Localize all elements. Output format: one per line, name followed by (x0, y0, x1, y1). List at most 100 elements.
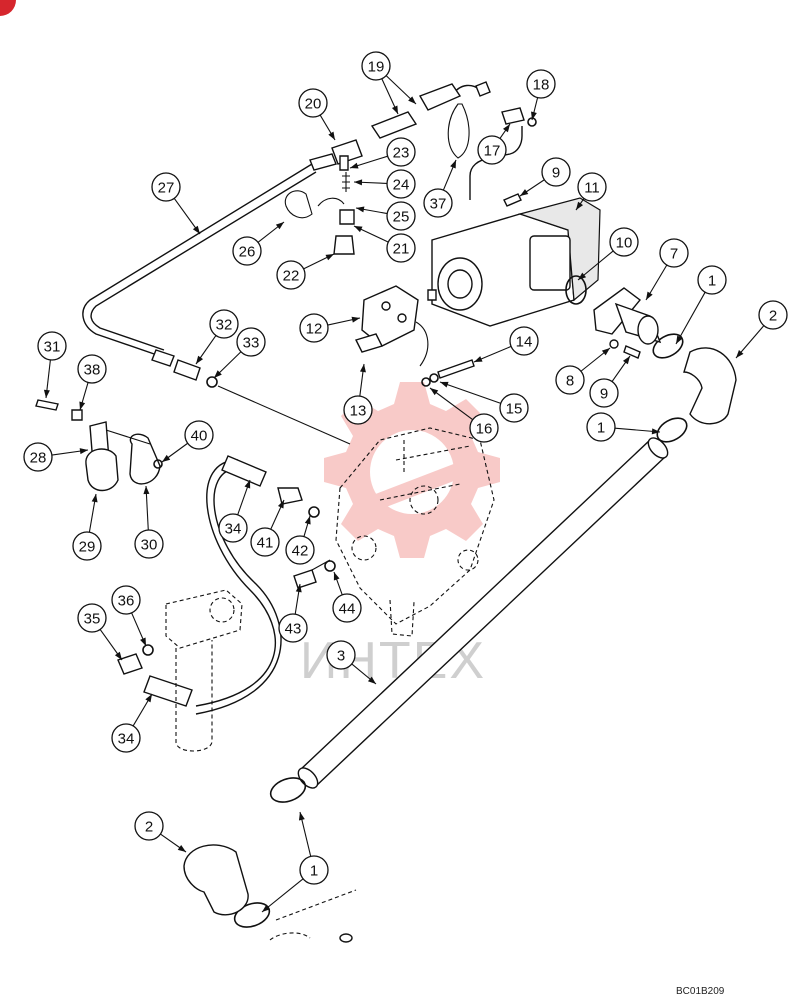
callout-arrowhead (736, 349, 744, 358)
callout-c11: 11 (575, 172, 607, 211)
callout-circle (469, 413, 499, 443)
callout-c25: 25 (355, 201, 416, 231)
filter-elbow (117, 653, 143, 675)
callout-number: 21 (393, 241, 410, 258)
hose-coupling (370, 111, 418, 139)
callout-number: 9 (600, 386, 608, 403)
callout-c2b: 2 (134, 811, 187, 853)
callout-circle (541, 157, 571, 187)
hose-clamp-37 (447, 103, 470, 159)
callout-arrowhead (474, 356, 483, 362)
callout-c42: 42 (285, 515, 315, 565)
flange-washer (609, 339, 619, 349)
callout-c29: 29 (72, 493, 102, 561)
callout-c21: 21 (353, 225, 416, 263)
callout-circle (386, 169, 416, 199)
callout-c27: 27 (151, 172, 201, 235)
callout-circle (298, 88, 328, 118)
callout-number: 1 (310, 863, 318, 880)
control-valve-outline (335, 427, 495, 637)
callout-arrowhead (333, 572, 340, 581)
callout-number: 22 (283, 268, 300, 285)
callout-number: 32 (216, 317, 233, 334)
callout-c30: 30 (134, 485, 164, 559)
callout-arrowhead (295, 584, 302, 593)
callout-circle (151, 172, 181, 202)
callout-arrowhead (91, 494, 98, 503)
callout-number: 42 (292, 543, 309, 560)
callout-c15: 15 (439, 381, 529, 423)
callout-circle (111, 585, 141, 615)
tube-adapter (173, 359, 201, 381)
callout-number: 31 (44, 339, 61, 356)
callout-arrowhead (244, 480, 251, 489)
callout-c14: 14 (473, 326, 539, 363)
callout-c33: 33 (213, 327, 266, 379)
callout-arrowhead (298, 812, 305, 821)
callout-circle (659, 238, 689, 268)
callout-circle (218, 513, 248, 543)
callout-number: 34 (118, 731, 135, 748)
valve-adapter (293, 569, 317, 589)
callout-number: 16 (476, 421, 493, 438)
callout-number: 25 (393, 209, 410, 226)
callout-arrowhead (143, 486, 150, 495)
callout-arrowhead (325, 254, 334, 261)
callout-c12: 12 (299, 313, 361, 343)
callout-number: 23 (393, 145, 410, 162)
check-valve-seat (339, 209, 355, 225)
pump-inlet-flange (593, 287, 662, 345)
callout-c17: 17 (477, 123, 511, 165)
callout-c37: 37 (423, 159, 457, 218)
callout-circle (332, 593, 362, 623)
callout-c44: 44 (332, 571, 362, 623)
callout-circle (184, 420, 214, 450)
callout-layer: 2019181723242521222627379111071212141516… (23, 51, 788, 913)
callout-circle (499, 393, 529, 423)
valve-bracket (361, 285, 419, 347)
callout-arrowhead (440, 381, 449, 388)
callout-arrowhead (601, 348, 610, 356)
callout-arrowhead (356, 206, 365, 213)
callout-circle (276, 260, 306, 290)
callout-number: 15 (506, 401, 523, 418)
mount-clamp (129, 433, 161, 485)
callout-c2a: 2 (735, 300, 788, 359)
callout-circle (697, 265, 727, 295)
mount-spacer (71, 409, 83, 421)
callout-circle (589, 378, 619, 408)
callout-c24: 24 (353, 169, 416, 199)
callout-number: 34 (225, 521, 242, 538)
callout-arrowhead (359, 364, 366, 373)
return-tube (82, 163, 317, 357)
callout-arrowhead (145, 694, 152, 703)
tube-o-ring (206, 376, 218, 388)
callout-circle (232, 236, 262, 266)
callout-leader (261, 878, 304, 913)
check-valve-cap (333, 235, 355, 255)
callout-number: 37 (430, 196, 447, 213)
callout-circle (299, 855, 329, 885)
tee-fitting (309, 139, 363, 171)
callout-arrowhead (350, 162, 359, 169)
callout-arrowhead (576, 201, 584, 210)
callout-number: 33 (243, 335, 260, 352)
callout-c9a: 9 (519, 157, 571, 197)
callout-circle (326, 640, 356, 670)
callout-circle (37, 331, 67, 361)
callout-c8: 8 (555, 347, 611, 395)
flange-bolt (623, 345, 641, 359)
callout-arrowhead (304, 516, 311, 525)
callout-number: 9 (552, 165, 560, 182)
bracket-washer (429, 373, 439, 383)
callout-circle (423, 188, 453, 218)
callout-arrowhead (177, 844, 186, 852)
suction-tube (297, 437, 669, 789)
valve-o-ring (308, 506, 320, 518)
callout-circle (609, 227, 639, 257)
callout-circle (111, 723, 141, 753)
elbow-hose-lower (183, 844, 249, 916)
callout-c23: 23 (349, 137, 416, 169)
callout-number: 18 (533, 77, 550, 94)
